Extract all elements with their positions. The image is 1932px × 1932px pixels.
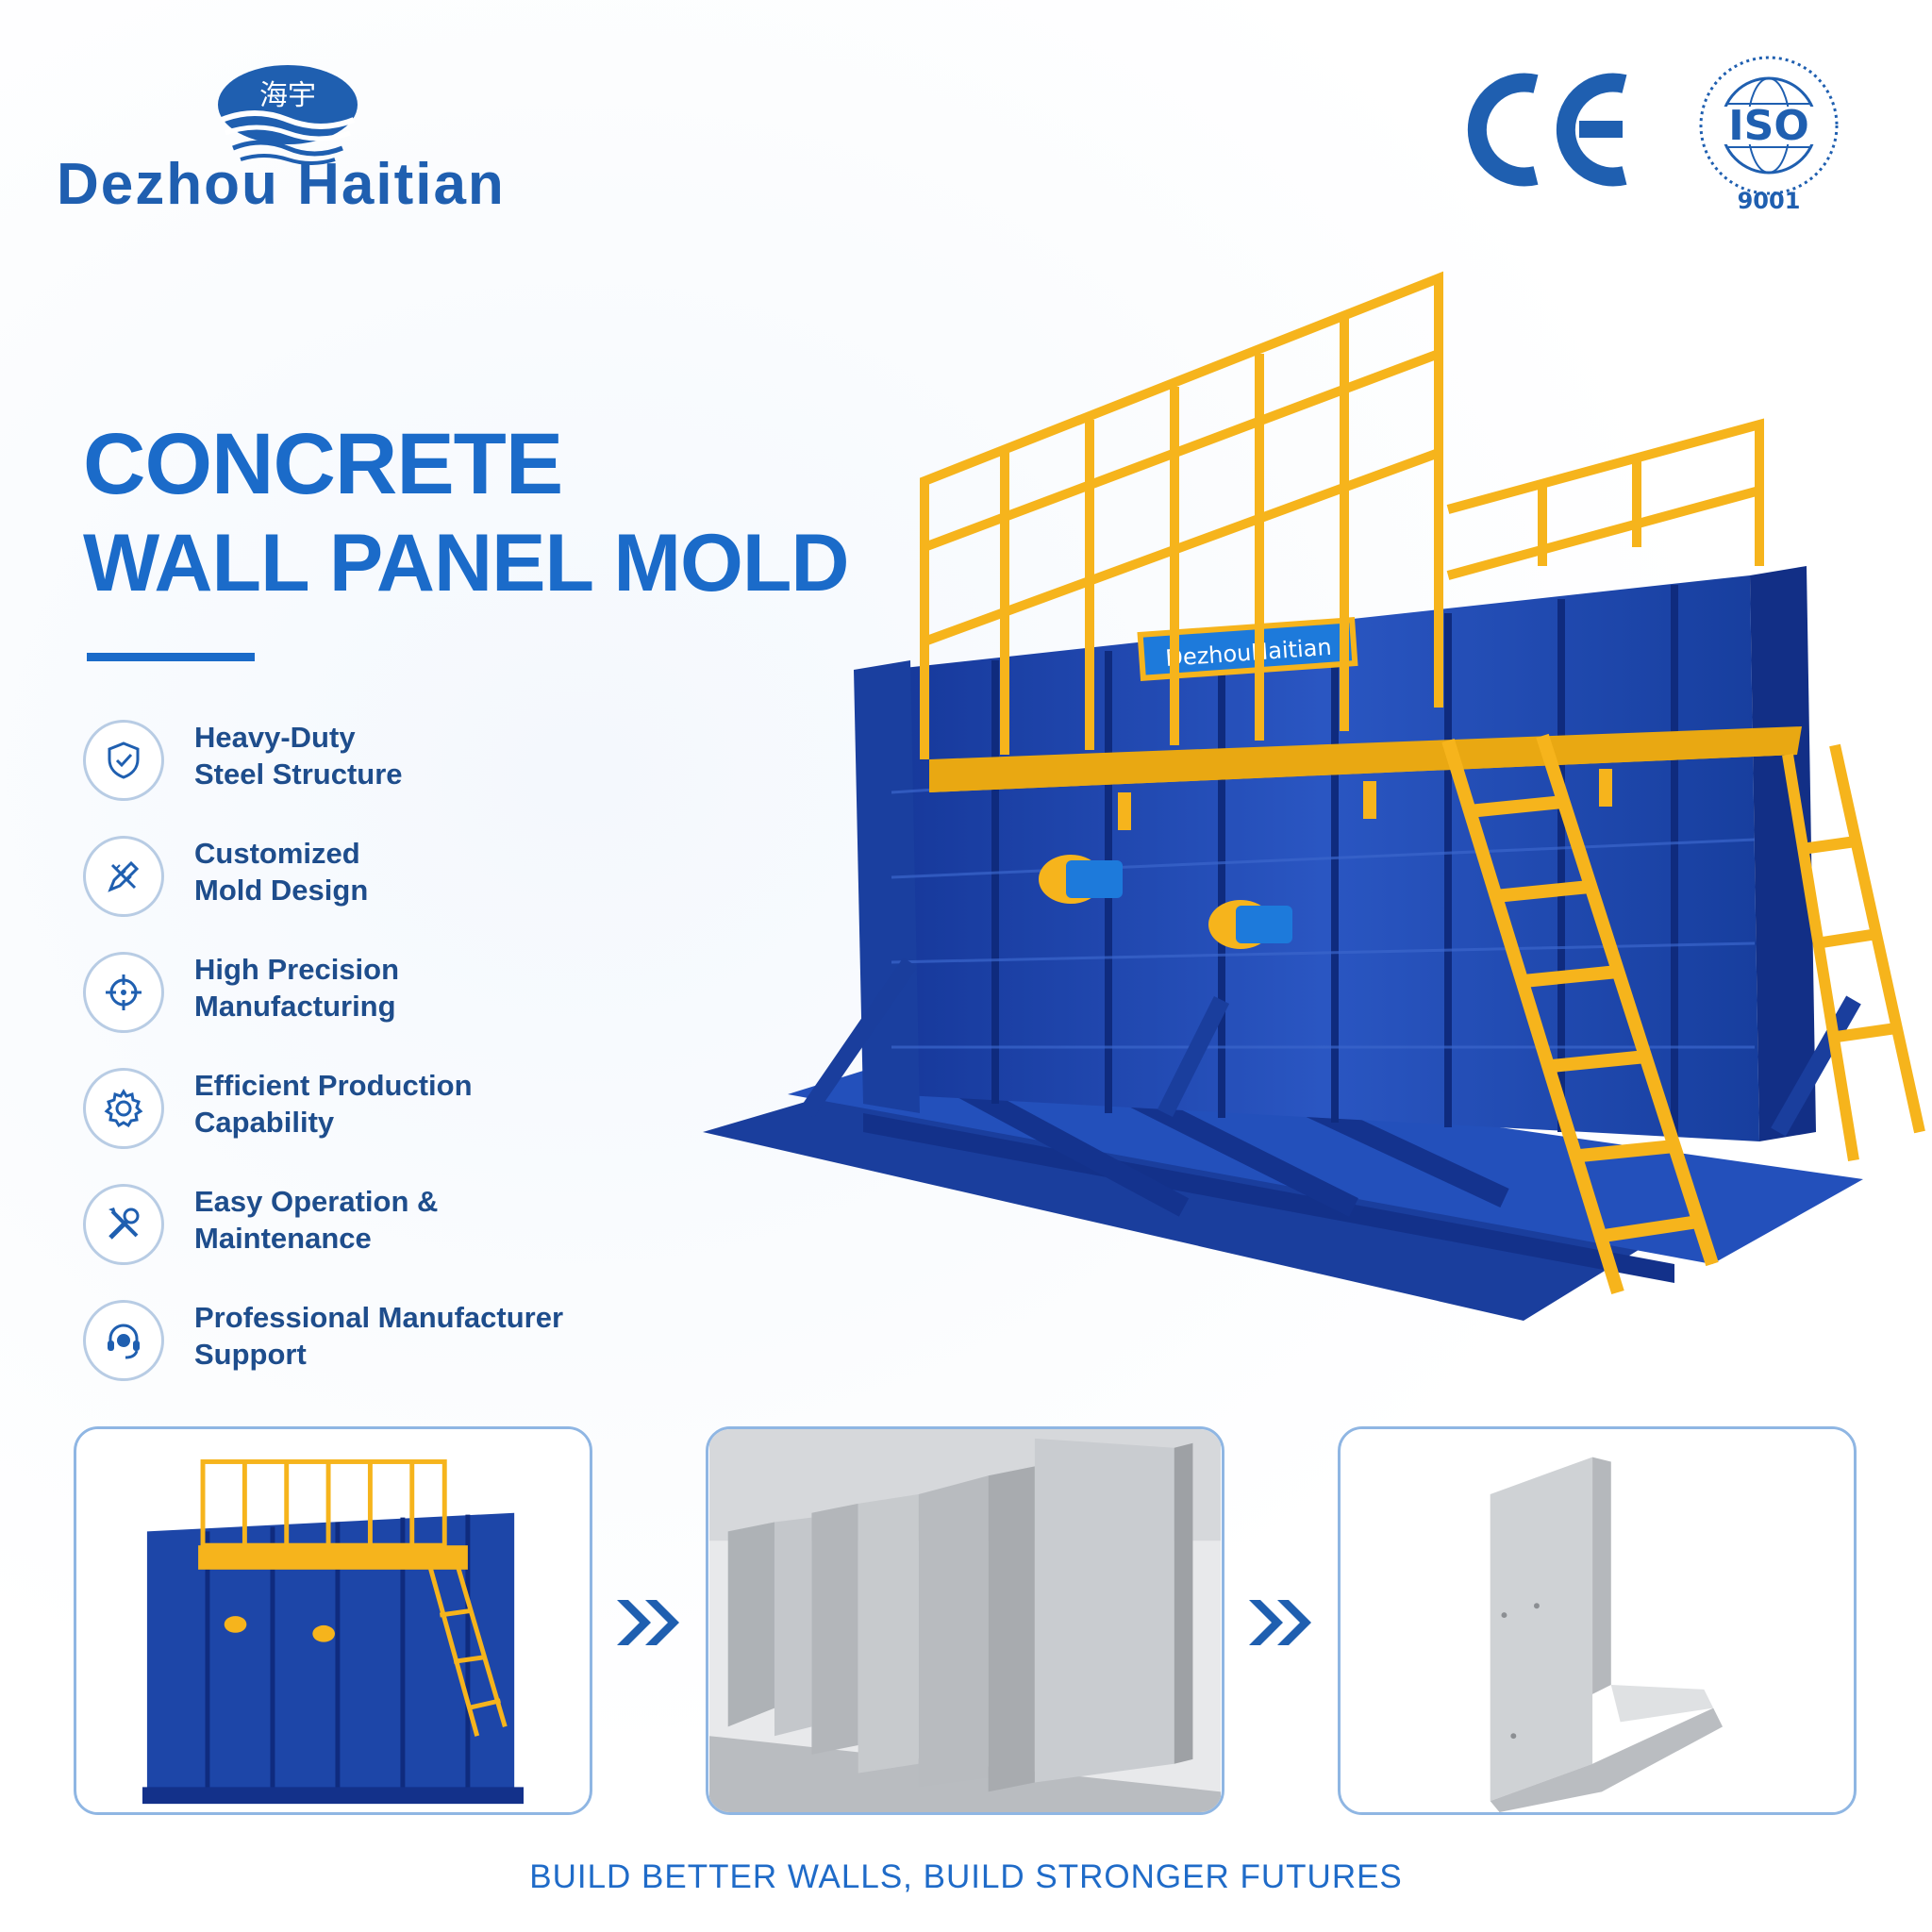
wave-logo-icon: 海宇 (218, 65, 358, 165)
shield-check-icon (83, 720, 164, 801)
iso-number-text: 9001 (1738, 188, 1801, 214)
iso-text: ISO (1728, 102, 1808, 150)
headline-underline (87, 653, 255, 661)
gear-icon (83, 1068, 164, 1149)
brand-name: Dezhou Haitian (57, 152, 506, 217)
process-card-mold (74, 1426, 592, 1815)
process-card-finished-panel (1338, 1426, 1857, 1815)
tools-icon (83, 1184, 164, 1265)
double-chevron-right-icon (617, 1600, 679, 1645)
double-chevron-right-icon (1249, 1600, 1311, 1645)
wall-panel-mold-photo: DezhouHaitian (703, 271, 1925, 1321)
headset-icon (83, 1300, 164, 1381)
ce-text: CE (1462, 71, 1464, 72)
brand-logo: 海宇 Dezhou Haitian (57, 52, 528, 231)
precast-panels-thumbnail-image (709, 1429, 1221, 1812)
headline-line2: WALL PANEL MOLD (83, 518, 850, 608)
ce-mark-icon: CE (1462, 71, 1627, 187)
feature-label: Easy Operation &Maintenance (194, 1185, 439, 1255)
pencil-ruler-icon (83, 836, 164, 917)
crosshair-icon (83, 952, 164, 1033)
feature-item: Easy Operation &Maintenance (83, 1176, 668, 1292)
tagline: BUILD BETTER WALLS, BUILD STRONGER FUTUR… (529, 1858, 1403, 1895)
vibrator-motor (1208, 900, 1292, 949)
l-shaped-wall-panel-image (1341, 1429, 1853, 1812)
headline-line1: CONCRETE (83, 416, 563, 512)
vibrator-motor (1039, 855, 1123, 904)
logo-chinese-text: 海宇 (259, 79, 316, 112)
side-ladder (1782, 743, 1925, 1161)
mold-thumbnail-image (77, 1429, 589, 1812)
front-ladder (1441, 733, 1719, 1295)
iso-9001-badge-icon: ISO 9001 (1699, 56, 1839, 214)
process-card-casting (706, 1426, 1224, 1815)
